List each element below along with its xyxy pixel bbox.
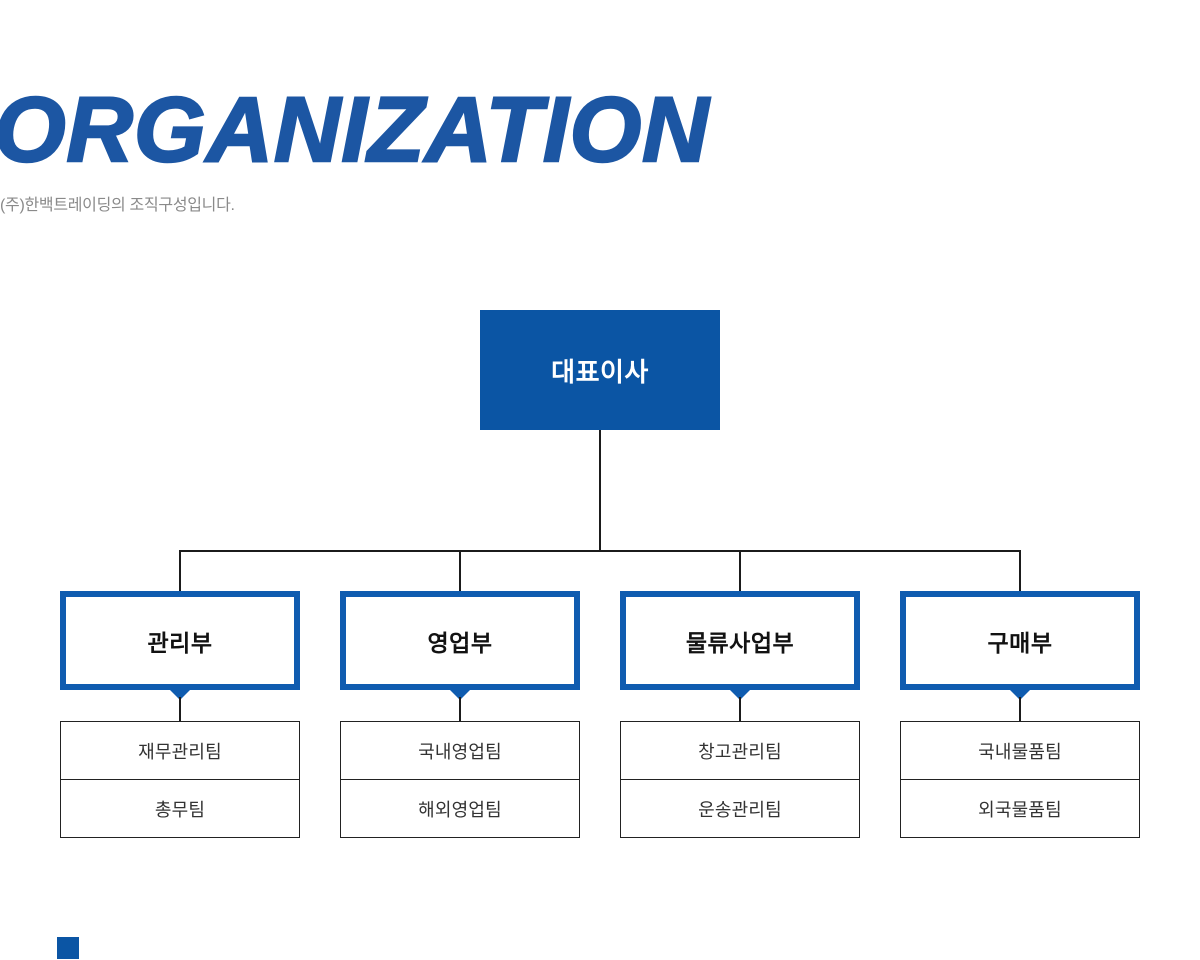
connector-trunk-line: [599, 430, 601, 550]
team-group: 재무관리팀 총무팀: [60, 721, 300, 838]
connector-team-line: [739, 697, 741, 721]
connector-team-line: [1019, 697, 1021, 721]
org-node-team: 외국물품팀: [901, 780, 1139, 837]
org-node-department: 물류사업부: [620, 591, 860, 690]
department-label: 관리부: [147, 629, 213, 656]
triangle-down-icon: [729, 689, 751, 700]
page-title: ORGANIZATION: [0, 79, 710, 181]
org-node-team: 국내물품팀: [901, 722, 1139, 780]
org-node-team: 국내영업팀: [341, 722, 579, 780]
connector-drop-line: [179, 551, 181, 592]
triangle-down-icon: [169, 689, 191, 700]
team-group: 국내물품팀 외국물품팀: [900, 721, 1140, 838]
org-node-team: 창고관리팀: [621, 722, 859, 780]
org-node-team: 총무팀: [61, 780, 299, 837]
connector-team-line: [179, 697, 181, 721]
connector-drop-line: [1019, 551, 1021, 592]
org-node-team: 해외영업팀: [341, 780, 579, 837]
triangle-down-icon: [1009, 689, 1031, 700]
team-group: 창고관리팀 운송관리팀: [620, 721, 860, 838]
org-node-department: 구매부: [900, 591, 1140, 690]
team-label: 창고관리팀: [698, 741, 782, 762]
team-label: 외국물품팀: [978, 799, 1062, 820]
org-node-department: 영업부: [340, 591, 580, 690]
connector-team-line: [459, 697, 461, 721]
department-label: 구매부: [987, 629, 1053, 656]
team-label: 해외영업팀: [418, 799, 502, 820]
org-node-team: 운송관리팀: [621, 780, 859, 837]
team-label: 운송관리팀: [698, 799, 782, 820]
org-node-department: 관리부: [60, 591, 300, 690]
decoration-square: [57, 937, 79, 959]
connector-horizontal-line: [179, 550, 1021, 552]
department-label: 영업부: [427, 629, 493, 656]
team-label: 재무관리팀: [138, 741, 222, 762]
org-node-ceo: 대표이사: [480, 310, 720, 430]
connector-drop-line: [459, 551, 461, 592]
department-label: 물류사업부: [685, 629, 795, 656]
team-label: 총무팀: [154, 799, 206, 820]
triangle-down-icon: [449, 689, 471, 700]
team-label: 국내물품팀: [978, 741, 1062, 762]
connector-drop-line: [739, 551, 741, 592]
ceo-label: 대표이사: [551, 356, 649, 387]
org-node-team: 재무관리팀: [61, 722, 299, 780]
team-label: 국내영업팀: [418, 741, 502, 762]
page-subtitle: (주)한백트레이딩의 조직구성입니다.: [0, 197, 235, 214]
team-group: 국내영업팀 해외영업팀: [340, 721, 580, 838]
